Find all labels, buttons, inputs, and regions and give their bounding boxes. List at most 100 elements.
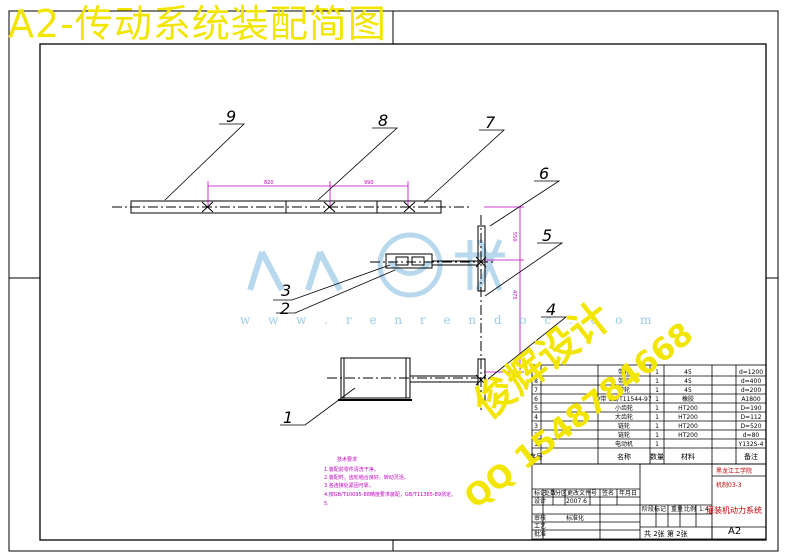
bom-row-7-qty: 1: [655, 423, 659, 430]
bom-table: [531, 364, 767, 465]
inner-border: [39, 43, 767, 541]
bom-row-6-note: D=112: [740, 414, 761, 421]
dim-820: 820: [264, 180, 274, 186]
bom-row-3-mat: 45: [684, 387, 692, 394]
bom-row-6-qty: 1: [655, 414, 659, 421]
bom-row-9-note: Y132S-4: [738, 441, 764, 448]
bom-header-note: 备注: [744, 452, 758, 461]
bom-row-2-mat: 45: [684, 378, 692, 385]
scale-value: 1:4: [699, 506, 709, 513]
rev-label-3: 分区: [555, 489, 567, 497]
motor: [327, 357, 492, 401]
cross-mark-7: [403, 201, 416, 213]
bom-header-qty: 数量: [650, 452, 664, 461]
bom-row-5-note: D=190: [740, 405, 761, 412]
bom-row-5-qty: 1: [655, 405, 659, 412]
leader-lines: [164, 123, 568, 426]
drawing-number: 机制03-3: [716, 481, 742, 489]
design-date: 2007.6: [566, 498, 587, 505]
school-name: 黑龙江工学院: [716, 467, 752, 475]
bom-row-3-no: 7: [534, 387, 538, 394]
page-title: A2-传动系统装配简图: [8, 2, 387, 46]
person-approve: 批准: [534, 530, 546, 538]
dim-550: 550: [511, 232, 517, 242]
outer-frame: [8, 10, 779, 552]
part-label-6: 6: [539, 164, 549, 183]
part-label-8: 8: [378, 111, 388, 130]
bom-row-1-name: 带轮: [618, 368, 630, 376]
bom-row-5-no: 5: [534, 405, 538, 412]
bom-row-8-no: 2: [534, 432, 538, 439]
bom-row-9-no: 1: [534, 441, 538, 448]
part-numbers: 9 8 7 6 5 4 3 2 1: [226, 107, 556, 427]
bom-text: 9 带轮 1 45 d=1200 8 带轮 1 45 d=400 7 带轮 1 …: [529, 368, 764, 461]
bom-header-mat: 材料: [681, 452, 695, 461]
bom-row-1-mat: 45: [684, 369, 692, 376]
cross-mark-9: [201, 201, 214, 213]
tech-line-4: 4.按GB/T10095-88精度要求装配，GB/T11365-89测定。: [324, 491, 456, 498]
bom-row-6-name: 大齿轮: [615, 413, 633, 421]
product-name: 灌装机动力系统: [706, 505, 762, 515]
title-block-text: 黑龙江工学院 机制03-3 灌装机动力系统 A2 共 2张 第 2张 阶段标记 …: [534, 467, 762, 538]
dim-475: 475: [511, 290, 517, 300]
tech-line-3: 3.各连接处紧固可靠。: [324, 482, 374, 489]
dimension-values: 820 990 550 475: [264, 180, 517, 300]
bom-row-8-mat: HT200: [678, 432, 698, 439]
title-block: [531, 463, 767, 540]
part-label-9: 9: [226, 107, 236, 126]
person-standard: 标准化: [566, 514, 584, 522]
bom-header-name: 名称: [617, 452, 631, 461]
gear-train: [370, 215, 495, 410]
bom-row-6-mat: HT200: [678, 414, 698, 421]
rev-label-5: 签名: [602, 489, 614, 497]
stage-label: 阶段标记: [642, 505, 666, 513]
bom-row-9-qty: 1: [655, 441, 659, 448]
bom-row-9-name: 电动机: [615, 440, 633, 448]
part-label-3: 3: [281, 281, 291, 300]
cross-mark-8: [323, 201, 336, 213]
bom-row-4-mat: 橡胶: [682, 395, 694, 403]
bom-row-3-note: d=200: [741, 387, 761, 394]
bom-row-7-note: D=520: [740, 423, 761, 430]
bom-row-1-note: d=1200: [739, 369, 763, 376]
person-design: 设计: [534, 497, 546, 505]
part-label-4: 4: [546, 300, 556, 319]
rev-label-1: 标记: [534, 489, 546, 497]
bom-row-4-qty: 1: [655, 396, 659, 403]
bom-row-6-no: 4: [534, 414, 538, 421]
bom-row-8-name: 链轮: [618, 431, 630, 439]
part-label-1: 1: [283, 408, 293, 427]
size-label: A2: [728, 526, 741, 537]
bom-row-5-name: 小齿轮: [615, 404, 633, 412]
bom-row-5-mat: HT200: [678, 405, 698, 412]
rev-label-2: 处数: [544, 489, 556, 497]
dimension-lines: [207, 181, 524, 373]
centering-marks: [9, 11, 778, 551]
tech-line-5: 5.: [324, 501, 329, 507]
bom-row-7-mat: HT200: [678, 423, 698, 430]
tech-line-1: 1.装配前零件清洗干净。: [324, 466, 379, 473]
rev-label-6: 年月日: [619, 489, 637, 497]
person-review: 审核: [534, 514, 546, 522]
bom-row-4-no: 6: [534, 396, 538, 403]
bom-row-8-note: d=80: [743, 432, 760, 439]
bom-row-2-note: d=400: [741, 378, 761, 385]
belt-drive: [112, 200, 470, 214]
person-process: 工艺: [534, 522, 546, 530]
scale-label: 比例: [684, 505, 696, 513]
part-label-2: 2: [280, 299, 290, 318]
part-label-5: 5: [542, 226, 552, 245]
dim-990: 990: [364, 180, 374, 186]
bom-row-2-no: 8: [534, 378, 538, 385]
rev-label-4: 更改文件号: [567, 489, 597, 497]
bom-row-7-name: 链轮: [618, 422, 630, 430]
bom-row-2-qty: 1: [655, 378, 659, 385]
tech-line-2: 2.装配时，齿轮啮合良好，转动灵活。: [324, 474, 409, 481]
bom-row-1-no: 9: [534, 369, 538, 376]
bom-row-2-name: 带轮: [618, 377, 630, 385]
bom-row-3-name: 带轮: [618, 386, 630, 394]
bom-header-no: 序号: [529, 452, 543, 461]
bom-row-8-qty: 1: [655, 432, 659, 439]
watermark-url: w w w . r e n r e n d o c . c o m: [240, 313, 659, 327]
